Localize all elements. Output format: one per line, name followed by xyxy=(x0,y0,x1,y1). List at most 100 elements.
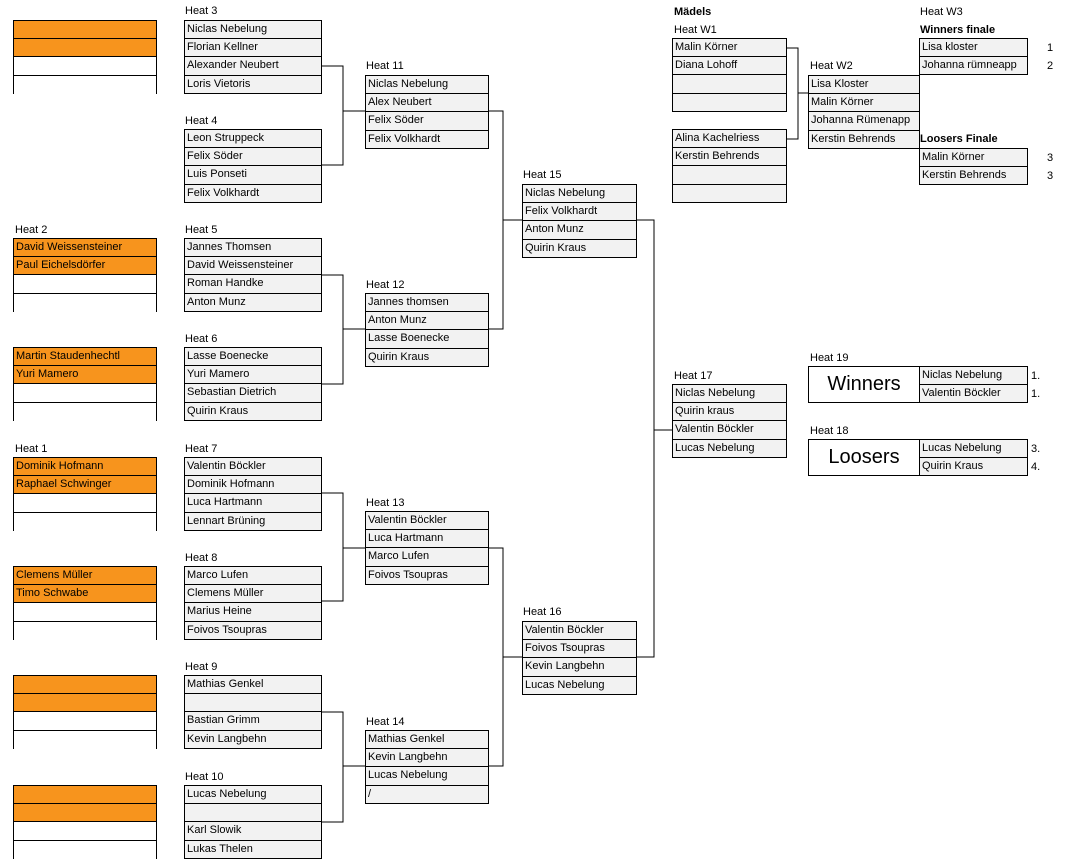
heat1-cell xyxy=(14,512,156,531)
heat-w2-title: Heat W2 xyxy=(810,60,853,72)
heat7-title: Heat 7 xyxy=(185,443,218,455)
heat1-cell: Raphael Schwinger xyxy=(14,476,156,495)
heat9-cell: Kevin Langbehn xyxy=(187,732,267,745)
heat18-cell: Lucas Nebelung xyxy=(920,440,1027,459)
winners-rank: 2 xyxy=(1047,60,1054,72)
qualifying-box-mid: Martin Staudenhechtl Yuri Mamero xyxy=(13,347,157,421)
heat16-cell: Lucas Nebelung xyxy=(525,678,605,691)
heat9-title: Heat 9 xyxy=(185,661,218,673)
heat1-cell: Dominik Hofmann xyxy=(14,458,156,477)
heat13-cell: Luca Hartmann xyxy=(366,530,488,549)
qualifying-cell xyxy=(14,712,156,731)
heat10-cell: Lukas Thelen xyxy=(187,842,253,855)
heat19-rank: 1. xyxy=(1031,370,1041,382)
qualifying-cell: Yuri Mamero xyxy=(14,366,156,385)
heat14-cell: Kevin Langbehn xyxy=(366,749,488,768)
heat-w2-cell: Kerstin Behrends xyxy=(811,132,896,145)
heat16-cell: Valentin Böckler xyxy=(523,622,636,641)
heat-w1b-cell: Kerstin Behrends xyxy=(673,148,786,167)
heat9-cell xyxy=(185,694,321,713)
heat16-cell: Kevin Langbehn xyxy=(523,658,636,677)
heat10-cell xyxy=(185,804,321,823)
heat1-cell xyxy=(14,494,156,513)
heat16-cell: Foivos Tsoupras xyxy=(523,640,636,659)
heat5-title: Heat 5 xyxy=(185,224,218,236)
heat5-cell: David Weissensteiner xyxy=(185,257,321,276)
heat-w1-cell xyxy=(673,94,786,112)
qualifying-cell xyxy=(14,39,156,58)
heat11-cell: Niclas Nebelung xyxy=(366,76,488,95)
heat-w1b-cell xyxy=(673,185,786,203)
heat11-title: Heat 11 xyxy=(366,60,404,72)
qualifying-cell xyxy=(14,402,156,421)
heat2-cell xyxy=(14,293,156,312)
qualifying-box-clemens: Clemens Müller Timo Schwabe xyxy=(13,566,157,640)
heat17-cell: Valentin Böckler xyxy=(673,421,786,440)
loosers-finale-cell: Kerstin Behrends xyxy=(922,169,1007,182)
qualifying-cell xyxy=(14,384,156,403)
qualifying-cell xyxy=(14,786,156,805)
heat14-cell: Mathias Genkel xyxy=(366,731,488,750)
heat10-title: Heat 10 xyxy=(185,771,224,783)
heat12-cell: Jannes thomsen xyxy=(366,294,488,313)
heat-w2-cell: Johanna Rümenapp xyxy=(809,112,919,131)
qualifying-box-top xyxy=(13,20,157,94)
heat10-cell: Karl Slowik xyxy=(185,822,321,841)
qualifying-cell xyxy=(14,822,156,841)
heat17-box: Niclas Nebelung Quirin kraus Valentin Bö… xyxy=(672,384,787,458)
heat13-box: Valentin Böckler Luca Hartmann Marco Luf… xyxy=(365,511,489,585)
heat7-box: Valentin Böckler Dominik Hofmann Luca Ha… xyxy=(184,457,322,531)
heat15-box: Niclas Nebelung Felix Volkhardt Anton Mu… xyxy=(522,184,637,258)
heat6-title: Heat 6 xyxy=(185,333,218,345)
winners-finale-cell: Lisa kloster xyxy=(920,39,1027,58)
qualifying-box-empty1 xyxy=(13,675,157,749)
heat-w1-box: Malin Körner Diana Lohoff xyxy=(672,38,787,112)
heat19-cell: Niclas Nebelung xyxy=(920,367,1027,386)
winners-finale-box: Lisa kloster Johanna rümneapp xyxy=(919,38,1028,75)
heat2-cell: David Weissensteiner xyxy=(14,239,156,258)
heat2-cell: Paul Eichelsdörfer xyxy=(14,257,156,276)
qualifying-cell xyxy=(14,75,156,94)
heat10-box: Lucas Nebelung Karl Slowik Lukas Thelen xyxy=(184,785,322,859)
qualifying-cell xyxy=(14,57,156,76)
qualifying-cell xyxy=(14,694,156,713)
qualifying-cell xyxy=(14,840,156,859)
heat12-title: Heat 12 xyxy=(366,279,405,291)
winners-rank: 1 xyxy=(1047,42,1054,54)
madels-title: Mädels xyxy=(674,6,712,18)
heat7-cell: Valentin Böckler xyxy=(185,458,321,477)
heat3-box: Niclas Nebelung Florian Kellner Alexande… xyxy=(184,20,322,94)
heat4-title: Heat 4 xyxy=(185,115,218,127)
heat5-cell: Anton Munz xyxy=(187,295,246,308)
heat1-box: Dominik Hofmann Raphael Schwinger xyxy=(13,457,157,531)
loosers-rank: 3 xyxy=(1047,170,1054,182)
heat13-cell: Valentin Böckler xyxy=(366,512,488,531)
heat14-box: Mathias Genkel Kevin Langbehn Lucas Nebe… xyxy=(365,730,489,804)
heat1-title: Heat 1 xyxy=(15,443,48,455)
heat9-cell: Bastian Grimm xyxy=(185,712,321,731)
heat19-cell: Valentin Böckler xyxy=(922,387,1001,400)
qualifying-cell: Martin Staudenhechtl xyxy=(14,348,156,367)
loosers-finale-cell: Malin Körner xyxy=(920,149,1027,168)
heat14-cell: Lucas Nebelung xyxy=(366,767,488,786)
heat5-cell: Jannes Thomsen xyxy=(185,239,321,258)
heat6-cell: Sebastian Dietrich xyxy=(185,384,321,403)
heat-w3-title: Heat W3 xyxy=(920,6,963,18)
heat5-box: Jannes Thomsen David Weissensteiner Roma… xyxy=(184,238,322,312)
heat-w1-cell: Diana Lohoff xyxy=(673,57,786,76)
winners-label: Winners xyxy=(808,366,920,403)
heat6-box: Lasse Boenecke Yuri Mamero Sebastian Die… xyxy=(184,347,322,421)
loosers-label: Loosers xyxy=(808,439,920,476)
qualifying-cell: Clemens Müller xyxy=(14,567,156,586)
heat12-cell: Lasse Boenecke xyxy=(366,330,488,349)
heat15-cell: Felix Volkhardt xyxy=(523,203,636,222)
heat18-cell: Quirin Kraus xyxy=(922,460,984,473)
heat9-box: Mathias Genkel Bastian Grimm Kevin Langb… xyxy=(184,675,322,749)
heat13-cell: Marco Lufen xyxy=(366,548,488,567)
qualifying-cell xyxy=(14,21,156,40)
heat8-cell: Foivos Tsoupras xyxy=(187,623,267,636)
winners-finale-title: Winners finale xyxy=(920,24,996,36)
heat7-cell: Dominik Hofmann xyxy=(185,476,321,495)
qualifying-cell xyxy=(14,603,156,622)
heat19-title: Heat 19 xyxy=(810,352,849,364)
